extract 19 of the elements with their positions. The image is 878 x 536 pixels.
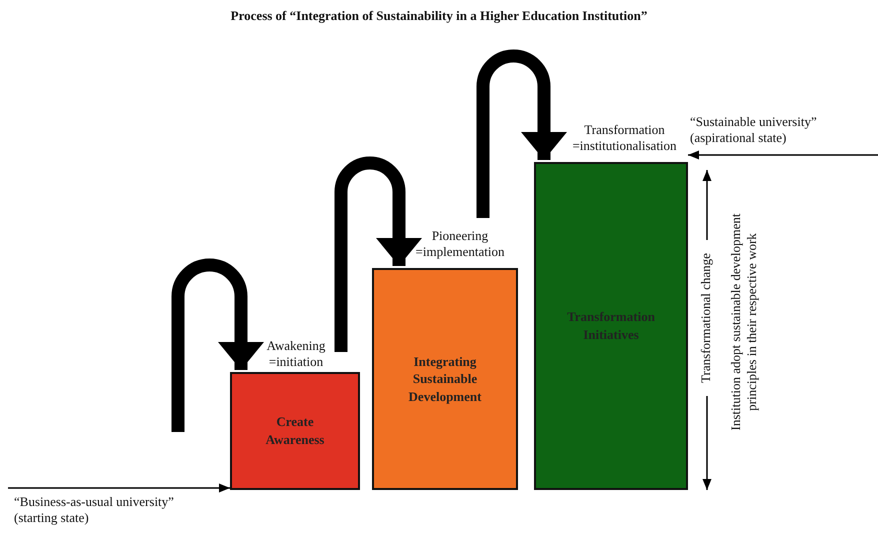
annotation-text: “Sustainable university” (aspirational state) — [690, 114, 818, 146]
step-title: Create Awareness — [264, 413, 326, 449]
stage-label: Awakening =initiation — [266, 338, 326, 370]
step-title: Integrating Sustainable Development — [408, 352, 482, 406]
title: Process of “Integration of Sustainability in a Higher Education Institution” — [230, 8, 648, 24]
annotation-text: Institution adopt sustainable development principles in their respective work — [728, 212, 760, 432]
step-box — [230, 372, 360, 490]
annotation-text: Transformational change — [698, 252, 714, 385]
annotation-text: “Business-as-usual university” (starting state) — [14, 494, 175, 526]
curved-arrow — [334, 156, 422, 352]
curved-arrow — [172, 258, 264, 432]
step-box — [534, 162, 688, 490]
step-title: Transformation Initiatives — [566, 308, 656, 344]
arrow — [688, 150, 878, 160]
curved-arrow — [476, 50, 567, 218]
arrow — [8, 484, 230, 492]
stage-label: Pioneering =implementation — [414, 228, 506, 260]
stage-label: Transformation =institutionalisation — [571, 122, 678, 154]
step-box — [372, 268, 518, 490]
